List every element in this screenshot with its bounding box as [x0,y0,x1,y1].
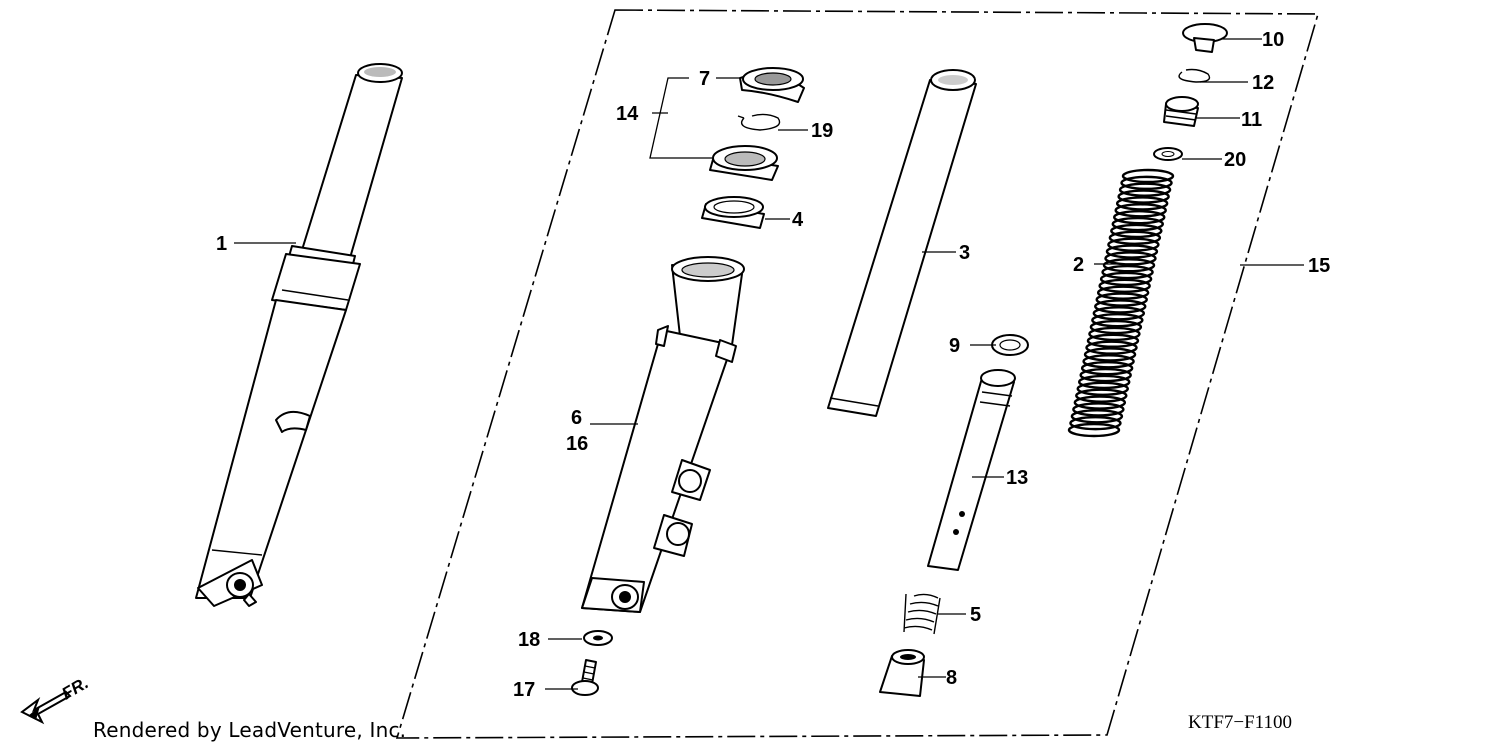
callout-12: 12 [1252,72,1274,94]
callout-3: 3 [959,242,970,264]
back-up-ring-part [701,196,765,229]
spring-coil [1113,209,1166,225]
stopper-ring-part [1178,68,1211,83]
callout-19: 19 [811,120,833,142]
spring-coil [1083,347,1137,362]
spring-coil [1073,395,1127,410]
spring-coil [1075,388,1128,403]
callout-1: 1 [216,233,227,255]
spring-coil [1067,422,1121,438]
spring-coil [1110,223,1163,239]
callout-13: 13 [1006,467,1028,489]
callout-8: 8 [946,667,957,689]
spring-coil [1078,374,1131,390]
circlip-part [737,113,781,131]
spring-coil [1072,402,1125,417]
spring-coil [1094,299,1147,314]
fork-cap-part [1182,23,1228,53]
spring-coil [1088,326,1141,342]
fork-slider-part [581,256,745,613]
spring-seat-part [1153,147,1183,161]
socket-bolt-part [571,659,599,696]
oil-lock-piece-part [879,649,925,697]
spring-coil [1096,285,1150,300]
spring-collar-part [1163,96,1199,127]
fork-piston-part [927,369,1016,571]
callout-4: 4 [792,209,804,231]
spring-coil [1099,271,1153,287]
callout-14: 14 [616,103,639,125]
callout-15: 15 [1308,255,1330,277]
callout-20: 20 [1224,149,1246,171]
seal-ring-part [709,145,779,181]
spring-coil [1079,367,1132,383]
callout-10: 10 [1262,29,1284,51]
spring-coil [1076,381,1129,397]
callout-11: 11 [1241,109,1262,131]
leader-lines [234,38,1304,690]
spring-coil [1070,409,1124,424]
callout-9: 9 [949,335,960,357]
callout-5: 5 [970,604,981,626]
spring-coil [1108,230,1162,245]
spring-coil [1104,251,1157,266]
spring-coil [1111,216,1164,232]
oil-seal-part [739,67,805,103]
spring-coil [1080,361,1134,376]
spring-coil [1120,175,1173,191]
spring-coil [1086,333,1140,348]
spring-coil [1082,354,1135,369]
rebound-spring-part [903,593,941,635]
callout-2: 2 [1073,254,1084,276]
spring-coil [1101,264,1154,280]
spring-coil [1085,340,1138,355]
spring-coil [1118,182,1172,197]
spring-coil [1114,203,1167,218]
callout-16: 16 [566,433,588,455]
spring-coil [1092,306,1146,321]
callout-7: 7 [699,68,710,90]
fork-spring-part [1067,168,1175,438]
spring-coil [1095,292,1148,307]
front-direction-arrow: FR. [20,673,92,725]
sealing-washer-part [583,630,613,646]
diagram-code: KTF7−F1100 [1188,712,1292,733]
spring-coil [1089,319,1143,335]
spring-coil [1107,237,1160,252]
fork-assembly-part [195,63,403,607]
credit-text: Rendered by LeadVenture, Inc. [93,718,407,742]
spring-coil [1117,189,1170,204]
spring-coil [1098,278,1151,294]
callout-6: 6 [571,407,582,429]
assembly-frame [395,9,1320,739]
spring-coil [1121,168,1175,184]
spring-coil [1102,258,1156,273]
spring-coil [1091,312,1144,328]
fork-pipe-part [827,69,977,417]
spring-coil [1105,244,1159,259]
spring-coil [1115,196,1169,211]
callout-17: 17 [513,679,535,701]
piston-ring-part [991,334,1029,356]
spring-coil [1069,415,1122,431]
callout-18: 18 [518,629,540,651]
